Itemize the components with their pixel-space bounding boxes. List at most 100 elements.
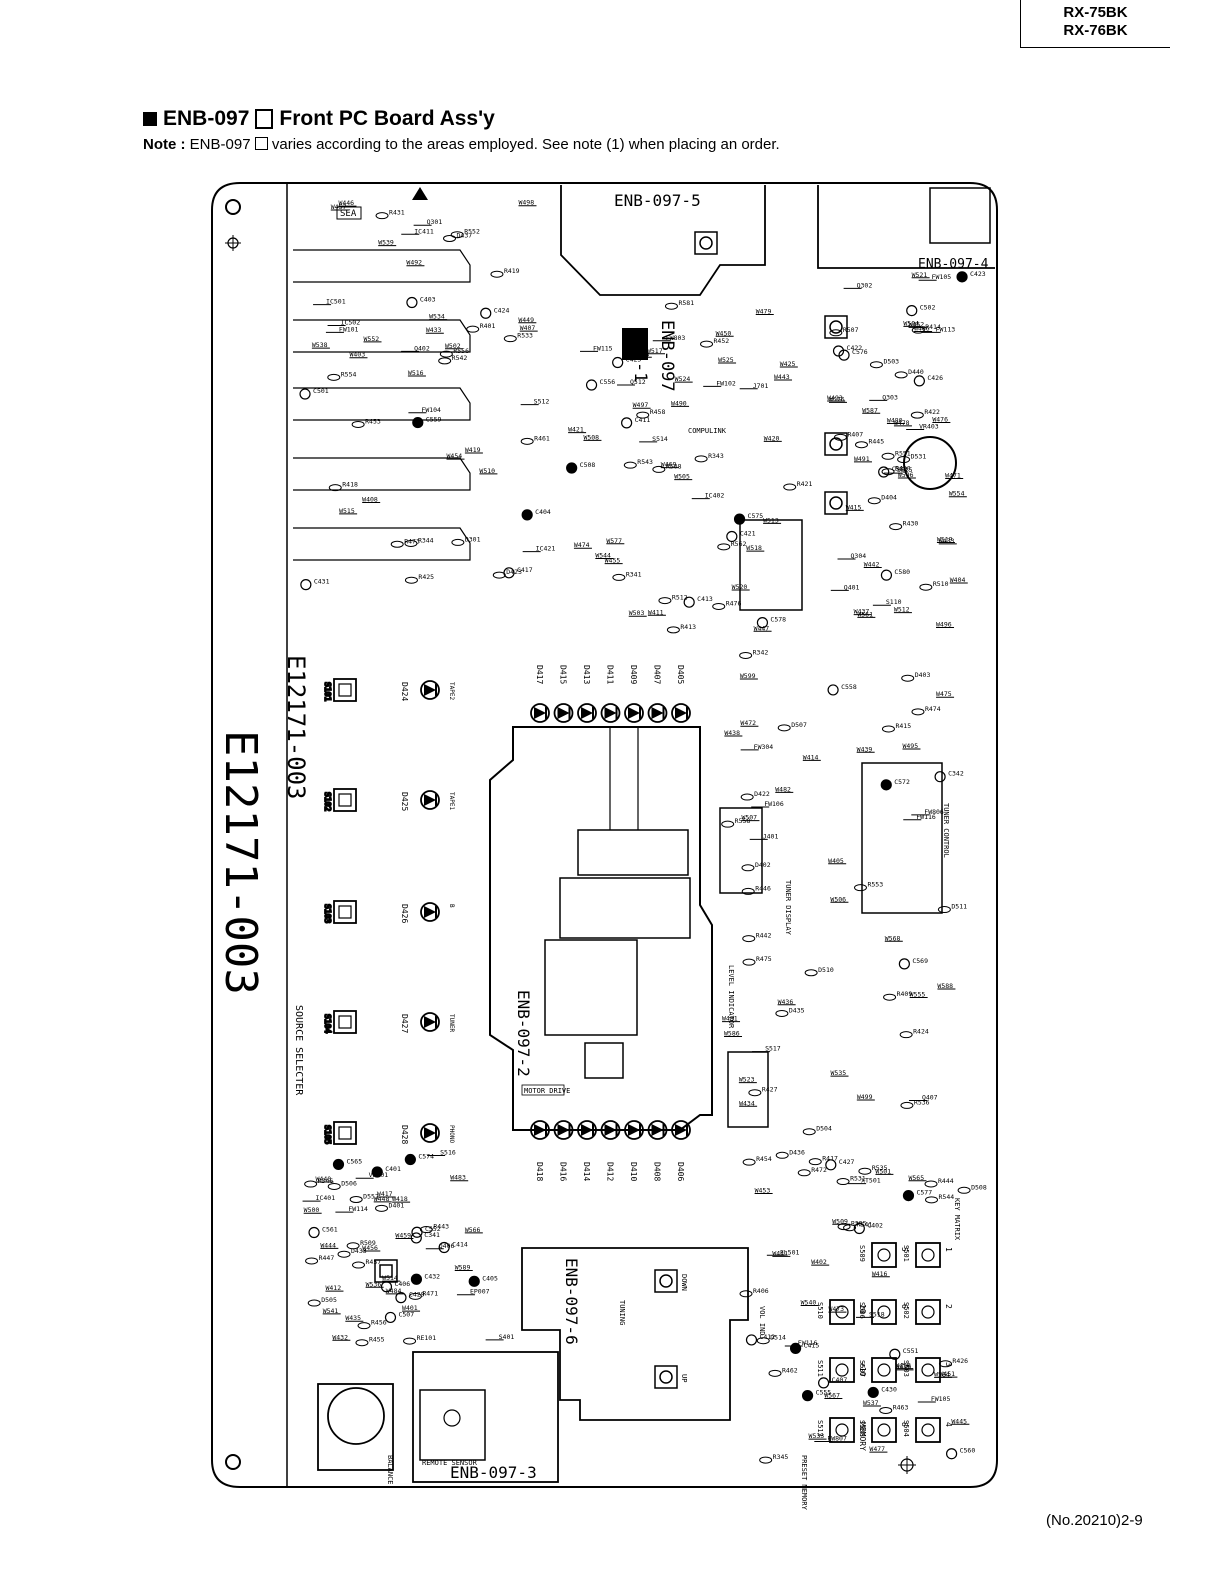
component-r422: R422 bbox=[910, 408, 940, 419]
component-r507: R507 bbox=[829, 326, 859, 337]
component-w493: W493 bbox=[827, 394, 846, 402]
switch-label: S105 bbox=[323, 1125, 332, 1144]
key-label: MEMORY bbox=[858, 1422, 867, 1451]
component-label: W508 bbox=[583, 433, 599, 441]
component-label: C507 bbox=[398, 1310, 414, 1318]
key-code-label: S511 bbox=[816, 1360, 824, 1377]
key-label: 4 bbox=[944, 1422, 953, 1427]
key-code-label: S506 bbox=[858, 1302, 866, 1319]
component-label: W444 bbox=[320, 1241, 336, 1249]
enb-097-4-label: ENB-097-4 bbox=[918, 257, 989, 272]
component-c423: C423 bbox=[956, 270, 986, 283]
component-ic501: IC501 bbox=[313, 298, 346, 306]
tuner-control-label: TUNER CONTROL bbox=[942, 803, 950, 858]
component-label: R553 bbox=[867, 881, 883, 889]
component-label: W445 bbox=[951, 1417, 967, 1425]
key-code-label: S510 bbox=[816, 1302, 824, 1319]
component-ic401: IC401 bbox=[302, 1194, 335, 1202]
component-label: W434 bbox=[739, 1099, 755, 1107]
component-c507: C507 bbox=[384, 1310, 414, 1324]
component-label: IC402 bbox=[705, 492, 725, 500]
component-w552: W552 bbox=[363, 335, 382, 343]
component-label: W453 bbox=[755, 1186, 771, 1194]
key-code-label: S507 bbox=[858, 1360, 866, 1377]
component-vr401: VR401 bbox=[355, 1171, 388, 1179]
component-label: W513 bbox=[763, 516, 779, 524]
component-label: IC501 bbox=[326, 298, 346, 306]
component-w510: W510 bbox=[479, 467, 498, 475]
filled-square-icon bbox=[143, 112, 157, 126]
board-number-large: E12171-003 bbox=[215, 730, 266, 995]
component-w516: W516 bbox=[407, 369, 426, 377]
source-name-label: TAPE2 bbox=[448, 682, 455, 700]
component-w439: W439 bbox=[856, 745, 875, 753]
component-r554: R554 bbox=[327, 370, 357, 381]
component-c411: C411 bbox=[621, 416, 650, 429]
component-d401: D401 bbox=[375, 1201, 404, 1212]
component-r533: R533 bbox=[503, 332, 533, 343]
component-label: S518 bbox=[869, 1310, 885, 1318]
component-w472: W472 bbox=[740, 719, 759, 727]
component-label: D504 bbox=[816, 1125, 832, 1133]
component-label: R474 bbox=[925, 705, 941, 713]
ic401-outline bbox=[719, 807, 763, 894]
component-w459: W459 bbox=[395, 1231, 414, 1239]
component-label: W484 bbox=[386, 1287, 402, 1295]
component-label: R554 bbox=[341, 370, 357, 378]
component-label: D503 bbox=[883, 358, 899, 366]
enb-097-5-label: ENB-097-5 bbox=[614, 191, 701, 210]
component-label: W491 bbox=[854, 455, 870, 463]
component-label: W455 bbox=[605, 557, 621, 565]
key-label: 8 bbox=[900, 1422, 909, 1427]
component-r344: R344 bbox=[404, 536, 434, 547]
component-c421: C421 bbox=[726, 529, 756, 543]
component-label: W408 bbox=[362, 495, 378, 503]
component-c508: C508 bbox=[566, 461, 595, 474]
component-w519: W519 bbox=[936, 535, 955, 543]
component-label: W587 bbox=[862, 406, 878, 414]
component-w521: W521 bbox=[911, 271, 930, 279]
component-r452: R452 bbox=[700, 337, 729, 348]
component-label: R462 bbox=[782, 1366, 798, 1374]
component-w446: W446 bbox=[338, 199, 357, 207]
component-label: R542 bbox=[452, 354, 468, 362]
source-name-label: TUNER bbox=[448, 1014, 455, 1032]
component-label: R535 bbox=[872, 1164, 888, 1172]
component-w513: W513 bbox=[763, 516, 782, 524]
component-label: W586 bbox=[724, 1030, 740, 1038]
component-label: R419 bbox=[504, 267, 520, 275]
component-label: W417 bbox=[377, 1190, 393, 1198]
component-w405: W405 bbox=[828, 857, 847, 865]
switch-s105 bbox=[333, 1121, 357, 1145]
component-label: R471 bbox=[422, 1289, 438, 1297]
component-label: W432 bbox=[332, 1333, 348, 1341]
component-label: W544 bbox=[595, 551, 611, 559]
component-label: R475 bbox=[756, 955, 772, 963]
component-label: W402 bbox=[811, 1258, 827, 1266]
component-r509: R509 bbox=[346, 1239, 376, 1250]
component-w534: W534 bbox=[429, 313, 448, 321]
component-w475: W475 bbox=[936, 690, 955, 698]
led-label: D412 bbox=[606, 1162, 615, 1181]
component-label: W552 bbox=[364, 335, 380, 343]
component-label: R543 bbox=[637, 458, 653, 466]
component-fw114: FW114 bbox=[335, 1205, 368, 1213]
key-label: 1 bbox=[944, 1247, 953, 1252]
component-w455: W455 bbox=[604, 557, 623, 565]
component-label: Q302 bbox=[857, 281, 873, 289]
component-label: W568 bbox=[885, 934, 901, 942]
source-name-label: PHONO bbox=[448, 1125, 455, 1143]
component-label: W565 bbox=[908, 1174, 924, 1182]
preset-memory-label: PRESET MEMORY bbox=[800, 1455, 808, 1511]
component-r461: R461 bbox=[520, 434, 550, 445]
component-label: C501 bbox=[313, 387, 329, 395]
switch-s101 bbox=[333, 678, 357, 702]
component-c556: C556 bbox=[585, 378, 615, 391]
enb-097-main-suffix: -1 bbox=[630, 362, 650, 382]
component-s514: S514 bbox=[639, 435, 668, 443]
component-label: R455 bbox=[369, 1336, 385, 1344]
component-w492: W492 bbox=[406, 259, 425, 267]
component-w503: W503 bbox=[628, 609, 647, 617]
led-d416 bbox=[553, 1120, 574, 1140]
component-w497: W497 bbox=[632, 401, 651, 409]
